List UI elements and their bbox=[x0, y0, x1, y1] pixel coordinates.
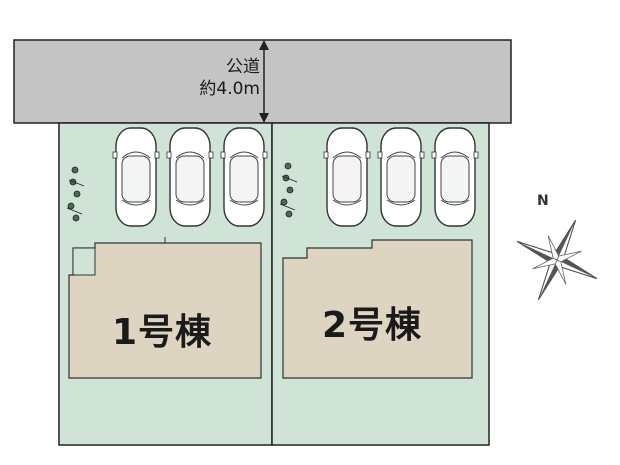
shrub-icon bbox=[279, 162, 298, 218]
parking-spaces bbox=[112, 127, 479, 227]
road-label: 公道 約4.0m bbox=[178, 56, 260, 100]
car-icon bbox=[377, 127, 425, 227]
road-width-label: 約4.0m bbox=[199, 79, 260, 99]
car-icon bbox=[220, 127, 268, 227]
road-name: 公道 bbox=[226, 57, 260, 77]
building-1-porch bbox=[72, 247, 96, 276]
building-2 bbox=[282, 239, 473, 379]
road-width-dimension-arrow bbox=[259, 40, 269, 123]
car-icon bbox=[112, 127, 160, 227]
compass-north-label: N bbox=[537, 193, 549, 209]
car-icon bbox=[431, 127, 479, 227]
building-1 bbox=[68, 242, 262, 379]
car-icon bbox=[323, 127, 371, 227]
compass-rose-icon bbox=[516, 219, 598, 301]
building-1-label: 1号棟 bbox=[112, 312, 213, 353]
car-icon bbox=[166, 127, 214, 227]
shrub-icon bbox=[66, 166, 85, 222]
building-2-label: 2号棟 bbox=[322, 305, 423, 346]
public-road bbox=[13, 39, 512, 124]
